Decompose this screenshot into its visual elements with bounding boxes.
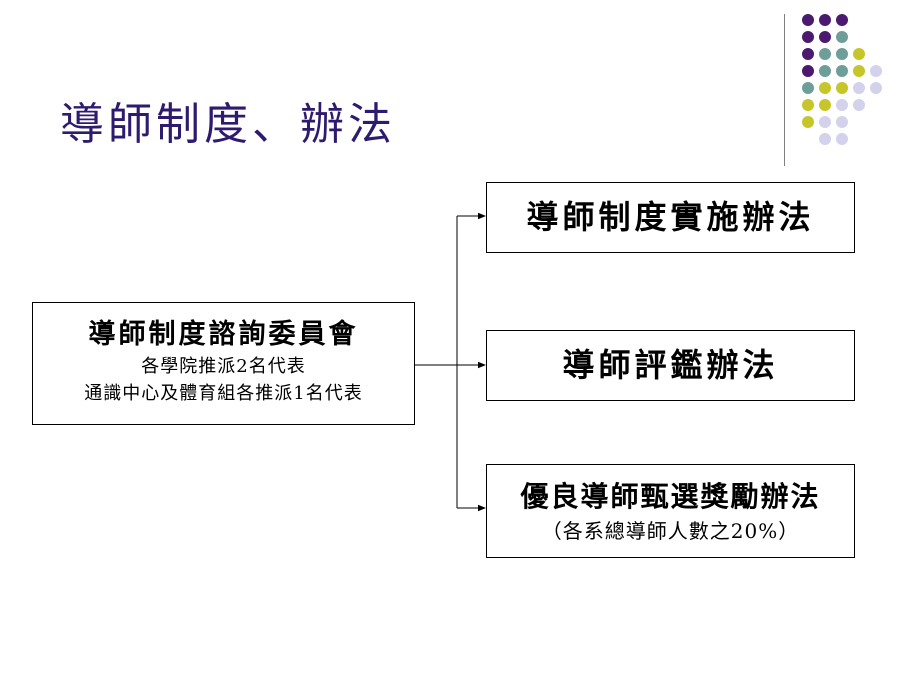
decorative-dot: [802, 31, 814, 43]
decorative-dot: [819, 116, 831, 128]
decorative-dot: [802, 82, 814, 94]
decorative-dot: [853, 82, 865, 94]
decorative-dot: [836, 116, 848, 128]
decorative-dot: [802, 116, 814, 128]
decorative-dot: [819, 82, 831, 94]
decorative-dot: [870, 65, 882, 77]
decorative-dot: [853, 99, 865, 111]
decorative-dot: [819, 14, 831, 26]
award-rules-note: （各系總導師人數之20%）: [541, 519, 800, 543]
decorative-dot: [853, 48, 865, 60]
decorative-dot: [819, 31, 831, 43]
decorative-dot: [870, 82, 882, 94]
evaluation-rules-heading: 導師評鑑辦法: [562, 346, 779, 384]
award-rules-heading: 優良導師甄選獎勵辦法: [520, 480, 821, 513]
advisory-committee-box: 導師制度諮詢委員會 各學院推派2名代表 通識中心及體育組各推派1名代表: [32, 302, 415, 425]
decorative-dot: [836, 31, 848, 43]
decorative-divider-line: [784, 14, 785, 166]
award-rules-box: 優良導師甄選獎勵辦法 （各系總導師人數之20%）: [486, 464, 855, 558]
decorative-dot: [819, 133, 831, 145]
implementation-rules-box: 導師制度實施辦法: [486, 182, 855, 253]
decorative-dot: [836, 99, 848, 111]
decorative-dot: [819, 65, 831, 77]
decorative-dot: [802, 14, 814, 26]
decorative-dot: [819, 48, 831, 60]
decorative-dot: [836, 82, 848, 94]
implementation-rules-heading: 導師制度實施辦法: [526, 198, 815, 236]
decorative-dot: [836, 65, 848, 77]
decorative-dot: [836, 14, 848, 26]
decorative-dot: [802, 99, 814, 111]
slide-title: 導師制度、辦法: [60, 99, 396, 150]
decorative-dot: [853, 65, 865, 77]
decorative-dot: [802, 48, 814, 60]
advisory-committee-heading: 導師制度諮詢委員會: [88, 319, 359, 350]
decorative-dot: [836, 48, 848, 60]
advisory-committee-line-1: 各學院推派2名代表: [141, 356, 306, 377]
decorative-dot: [819, 99, 831, 111]
advisory-committee-line-2: 通識中心及體育組各推派1名代表: [84, 383, 363, 404]
evaluation-rules-box: 導師評鑑辦法: [486, 330, 855, 401]
decorative-dot: [802, 65, 814, 77]
decorative-dot: [836, 133, 848, 145]
decorative-dot-grid: [802, 14, 882, 145]
